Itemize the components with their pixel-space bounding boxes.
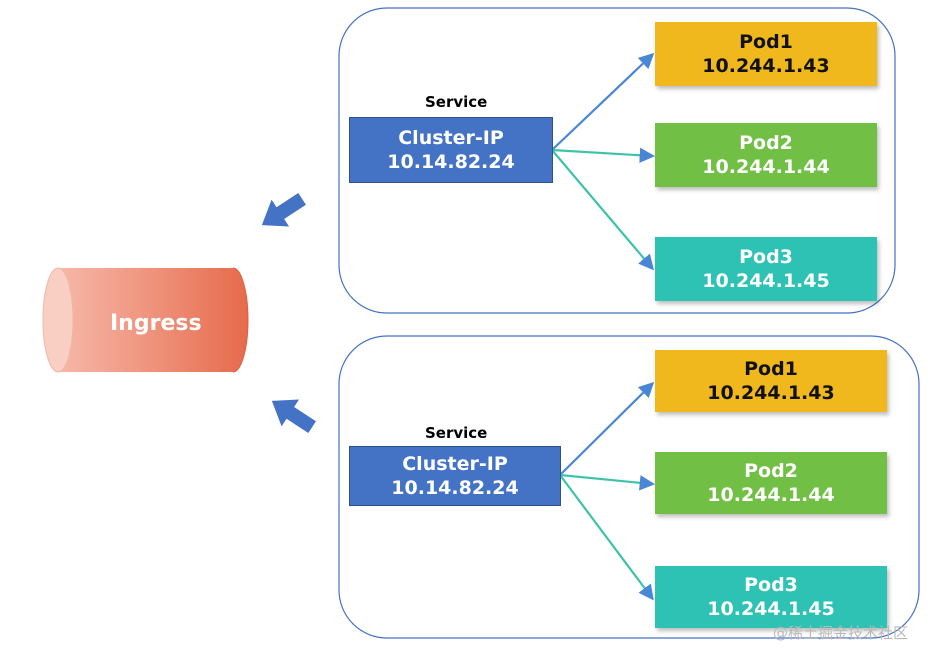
- service-label-2: Service: [425, 424, 488, 442]
- pod2-name-1: Pod2: [739, 132, 793, 154]
- pod3-name-1: Pod3: [739, 246, 793, 268]
- service-group-1: [338, 7, 896, 314]
- arrow-to-ingress-2: [271, 399, 316, 433]
- pod1-name-2: Pod1: [744, 358, 798, 380]
- connector-1-pod1: [551, 52, 655, 151]
- pod1-name-1: Pod1: [739, 31, 793, 53]
- connector-1-pod3: [551, 149, 654, 271]
- watermark-text: @稀土掘金技术社区: [773, 624, 909, 642]
- connector-2-pod2: [559, 473, 656, 491]
- connectors-group-1: [551, 52, 656, 271]
- cluster-ip-2: 10.14.82.24: [391, 477, 519, 499]
- connector-1-pod2: [551, 147, 656, 163]
- pod1-ip-2: 10.244.1.43: [707, 382, 835, 404]
- pod2-ip-1: 10.244.1.44: [702, 156, 830, 178]
- connector-2-pod3: [559, 474, 654, 601]
- pod2-box-1: Pod2 10.244.1.44: [655, 123, 877, 187]
- pod3-ip-1: 10.244.1.45: [702, 270, 830, 292]
- cluster-ip-box-2: Cluster-IP 10.14.82.24: [349, 446, 561, 506]
- pod1-ip-1: 10.244.1.43: [702, 55, 830, 77]
- service-group-2: [338, 335, 920, 639]
- pod3-box-2: Pod3 10.244.1.45: [655, 566, 887, 628]
- pod2-box-2: Pod2 10.244.1.44: [655, 452, 887, 514]
- cluster-name-2: Cluster-IP: [402, 453, 508, 475]
- pod1-box-1: Pod1 10.244.1.43: [655, 22, 877, 86]
- pod2-name-2: Pod2: [744, 460, 798, 482]
- pod3-name-2: Pod3: [744, 574, 798, 596]
- cluster-ip-box-1: Cluster-IP 10.14.82.24: [349, 117, 553, 183]
- pod3-ip-2: 10.244.1.45: [707, 598, 835, 620]
- pod2-ip-2: 10.244.1.44: [707, 484, 835, 506]
- pod1-box-2: Pod1 10.244.1.43: [655, 350, 887, 412]
- connector-2-pod1: [559, 381, 655, 476]
- ingress-label: Ingress: [110, 311, 202, 336]
- service-label-1: Service: [425, 93, 488, 111]
- connectors-group-2: [559, 381, 656, 601]
- arrow-to-ingress-1: [261, 193, 306, 227]
- pod3-box-1: Pod3 10.244.1.45: [655, 237, 877, 301]
- cluster-name-1: Cluster-IP: [398, 127, 504, 149]
- cluster-ip-1: 10.14.82.24: [387, 151, 515, 173]
- ingress-cylinder: [42, 267, 249, 373]
